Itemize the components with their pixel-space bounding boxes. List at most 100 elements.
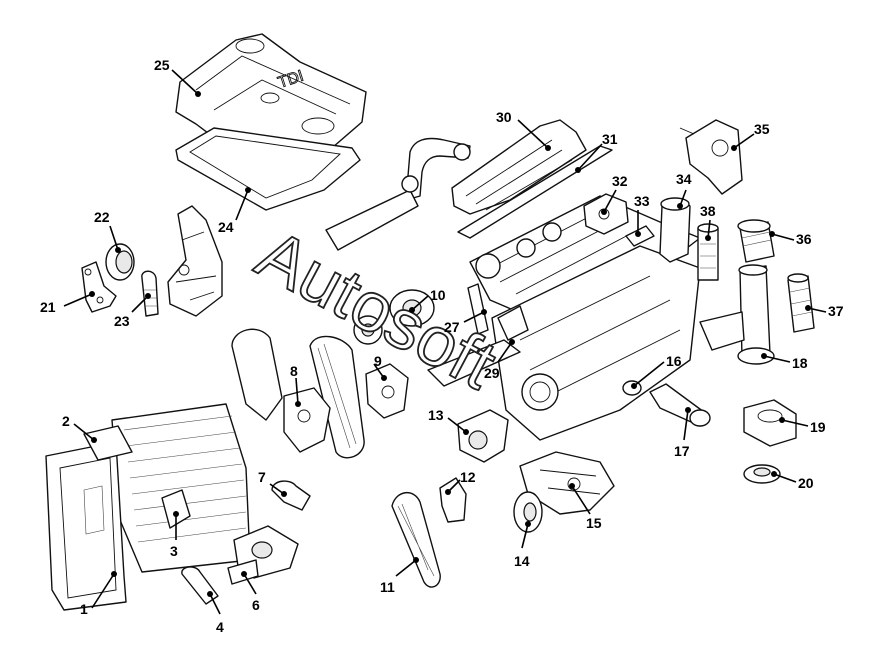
callout-20: 20 <box>771 471 814 491</box>
water-pump <box>457 409 509 463</box>
seal-20 <box>743 464 781 484</box>
callout-12: 12 <box>445 469 476 495</box>
callout-34: 34 <box>676 171 692 209</box>
callout-7: 7 <box>258 469 287 497</box>
callout-10: 10 <box>409 287 446 313</box>
callout-label-24: 24 <box>218 219 234 235</box>
callout-label-33: 33 <box>634 193 650 209</box>
callout-label-16: 16 <box>666 353 682 369</box>
callout-label-4: 4 <box>216 619 224 635</box>
callout-label-32: 32 <box>612 173 628 189</box>
callout-label-17: 17 <box>674 443 690 459</box>
timing-cover <box>231 328 283 421</box>
callout-29: 29 <box>484 339 515 381</box>
hose-7 <box>271 480 311 511</box>
callout-label-31: 31 <box>602 131 618 147</box>
oil-filter-38 <box>697 223 719 281</box>
oil-filter-bracket <box>699 264 775 365</box>
dipstick-tube <box>467 283 489 335</box>
callout-18: 18 <box>761 353 808 371</box>
cover-tray <box>175 127 361 211</box>
callout-15: 15 <box>569 483 602 531</box>
callout-32: 32 <box>601 173 628 215</box>
callout-label-18: 18 <box>792 355 808 371</box>
callout-label-9: 9 <box>374 353 382 369</box>
callout-label-14: 14 <box>514 553 530 569</box>
callout-label-11: 11 <box>380 579 395 595</box>
drive-chain <box>391 492 441 588</box>
callout-13: 13 <box>428 407 469 435</box>
engine-mount-bracket <box>167 205 223 317</box>
callout-label-3: 3 <box>170 543 178 559</box>
callout-label-7: 7 <box>258 469 266 485</box>
callout-label-15: 15 <box>586 515 602 531</box>
callout-label-19: 19 <box>810 419 826 435</box>
callout-label-21: 21 <box>40 299 56 315</box>
callout-22: 22 <box>94 209 121 253</box>
callout-30: 30 <box>496 109 551 151</box>
radiator-frame <box>45 441 127 611</box>
callout-36: 36 <box>769 231 812 247</box>
oil-pipe-17 <box>649 383 711 427</box>
bracket-12 <box>439 477 467 523</box>
callout-label-1: 1 <box>80 601 88 617</box>
callout-19: 19 <box>779 417 826 435</box>
callout-label-22: 22 <box>94 209 110 225</box>
callout-label-6: 6 <box>252 597 260 613</box>
injection-pump-bracket <box>365 363 409 419</box>
oil-filter-element <box>787 273 815 333</box>
valve-cover <box>451 119 587 215</box>
callout-8: 8 <box>290 363 301 407</box>
callout-label-30: 30 <box>496 109 512 125</box>
callout-label-27: 27 <box>444 319 460 335</box>
engine-block <box>491 245 701 441</box>
callout-17: 17 <box>674 407 691 459</box>
callout-label-20: 20 <box>798 475 814 491</box>
callout-23: 23 <box>114 293 151 329</box>
timing-belt <box>309 335 365 459</box>
callout-2: 2 <box>62 413 97 443</box>
callout-3: 3 <box>170 511 179 559</box>
bushing-22 <box>105 243 135 281</box>
callout-38: 38 <box>700 203 716 241</box>
oil-filter-cap <box>737 219 775 263</box>
callout-35: 35 <box>731 121 770 151</box>
callout-31: 31 <box>575 131 618 173</box>
callout-21: 21 <box>40 291 95 315</box>
callout-6: 6 <box>241 571 260 613</box>
callout-label-37: 37 <box>828 303 844 319</box>
callout-16: 16 <box>631 353 682 389</box>
radiator-core <box>111 403 251 573</box>
callout-label-34: 34 <box>676 171 692 187</box>
callout-label-23: 23 <box>114 313 130 329</box>
callout-label-36: 36 <box>796 231 812 247</box>
callout-label-35: 35 <box>754 121 770 137</box>
hose-29 <box>427 305 529 387</box>
callout-25: 25 <box>154 57 201 97</box>
callout-4: 4 <box>207 591 224 635</box>
callout-label-12: 12 <box>460 469 476 485</box>
callout-27: 27 <box>444 309 487 335</box>
callout-label-29: 29 <box>484 365 500 381</box>
hose-23 <box>141 270 159 317</box>
callout-9: 9 <box>373 353 387 381</box>
bracket-21 <box>81 261 117 313</box>
callout-label-2: 2 <box>62 413 70 429</box>
callout-11: 11 <box>380 557 419 595</box>
oil-pump-sprocket <box>513 491 543 533</box>
fuel-filter-housing <box>659 197 691 263</box>
valve-cover-gasket <box>457 145 613 239</box>
callout-label-38: 38 <box>700 203 716 219</box>
callout-33: 33 <box>634 193 650 237</box>
shroud-2 <box>83 425 133 461</box>
thermostat-3 <box>161 489 191 529</box>
callout-label-8: 8 <box>290 363 298 379</box>
callout-label-25: 25 <box>154 57 170 73</box>
callout-24: 24 <box>218 187 251 235</box>
egr-pipe <box>325 137 471 251</box>
callout-label-10: 10 <box>430 287 446 303</box>
callout-1: 1 <box>80 571 117 617</box>
callout-label-13: 13 <box>428 407 444 423</box>
camshaft-sprocket <box>353 315 383 345</box>
